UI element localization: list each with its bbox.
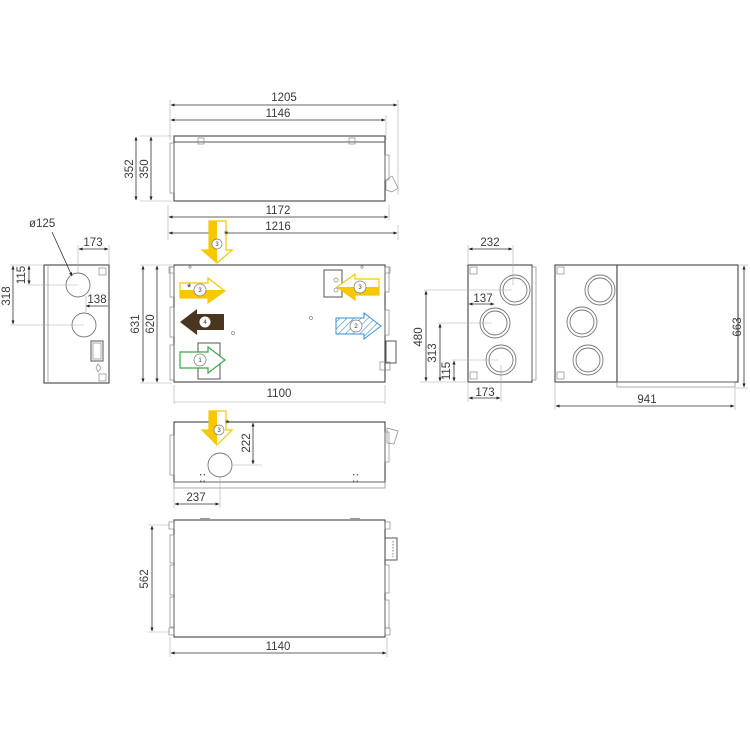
unit-door-panel [616,264,739,383]
airflow-arrow-outdoor: 1 [179,345,226,375]
dim-label-1146: 1146 [266,108,291,120]
dim-plan-depth: 562 [139,524,170,633]
top-view: 1216 3 * 631 620 [130,220,399,404]
dim-diameter: ø125 [29,218,73,277]
dim-open-height: 663 [732,264,748,389]
dim-label-663: 663 [732,317,744,336]
dim-height: 352 350 [124,135,172,202]
door-hinge-strip [616,381,736,388]
svg-text:⁚⁚: ⁚⁚ [352,473,359,485]
dim-label-1140: 1140 [266,641,291,653]
dim-bottom-spigot: 173 [467,365,502,402]
dim-overall-width: 1205 [169,92,399,195]
asterisk-mark: * [224,229,229,241]
terminal-block [384,537,398,561]
arrow-number: 3 [215,242,219,248]
mount-bracket [197,137,205,145]
dim-label-941: 941 [637,394,656,406]
asterisk-mark: * [225,418,230,430]
dim-top-spigot: 232 [467,237,514,285]
unit-body-plan [173,519,386,638]
dim-label-115-right: 115 [441,362,453,380]
dim-label-352: 352 [124,159,136,178]
dim-label-115: 115 [16,266,28,284]
right-side-view: 232 137 173 480 313 115 [413,237,537,402]
airflow-arrow-top-inlet: 3 * [200,220,234,264]
arrow-number: 3 [358,285,362,291]
arrow-number: 3 [198,288,202,294]
right-side-open-view: 663 941 [554,264,748,410]
dim-spigot-lower-from-right: 138 [85,294,108,312]
dim-label-1172: 1172 [266,205,291,217]
dim-spigot-offset: 237 [173,477,221,508]
unit-body-front [173,135,386,202]
arrow-number: 2 [354,324,358,330]
dim-heights-right: 480 313 115 [413,289,512,383]
dim-spigot-from-right: 173 [77,237,110,274]
dim-label-562: 562 [139,569,151,588]
electrical-box [90,340,104,362]
dim-label-1205: 1205 [271,92,297,104]
dim-body-width: 1100 [173,385,386,404]
dim-label-237: 237 [186,492,205,504]
arrow-number: 3 [217,428,221,434]
arrow-number: 1 [198,358,202,364]
arrow-number: 4 [203,320,207,326]
dim-depth: 631 620 [130,264,172,384]
dim-label-313: 313 [427,343,439,362]
electrical-box [385,340,397,364]
dim-label-480: 480 [413,327,425,346]
dim-spigot-depth: 222 [232,422,262,466]
dim-open-width: 941 [554,382,736,410]
front-view: 1205 1146 352 350 1172 [124,92,399,240]
dim-label-222: 222 [241,433,253,452]
latch-handle [385,175,399,193]
left-side-view: ø125 173 138 115 318 [1,218,110,384]
bottom-view: ⁚⁚ ⁚⁚ 3 * 222 237 [169,410,399,508]
dim-label-1216: 1216 [265,221,291,233]
dim-label-137: 137 [473,293,492,305]
dim-width-inner: 1146 [170,108,387,140]
dim-label-350: 350 [139,159,151,178]
dim-label-631: 631 [130,314,142,333]
spigot-bottom-view [207,452,233,478]
dim-label-232: 232 [480,237,499,249]
airflow-arrow-extract: 2 [335,311,382,341]
dim-middle-spigot: 137 [468,293,495,306]
dim-label-318: 318 [1,286,13,305]
dim-plan-width: 1140 [169,637,388,657]
dim-label-173-right: 173 [475,387,494,399]
dim-top-width: 1216 [168,221,399,240]
dim-label-diameter: ø125 [29,218,55,230]
dim-base-width: 1172 [167,205,390,240]
airflow-arrow-bottom-inlet: 3 * [200,410,234,446]
airflow-arrow-exhaust: 4 [180,309,224,335]
airflow-arrow-supply-right: 3 [335,272,380,302]
dim-label-138: 138 [87,294,106,306]
dim-heights-left: 115 318 [1,264,84,326]
plan-view: 562 1140 [139,518,398,657]
asterisk-mark: * [187,282,192,294]
dim-label-1100: 1100 [267,388,292,400]
airflow-arrow-supply-upper-left: 3 * [179,276,227,305]
dim-label-620: 620 [145,314,157,333]
mount-bracket [348,137,356,145]
latch-handle [386,427,399,445]
dim-label-173: 173 [83,237,102,249]
svg-text:⁚⁚: ⁚⁚ [199,473,206,485]
